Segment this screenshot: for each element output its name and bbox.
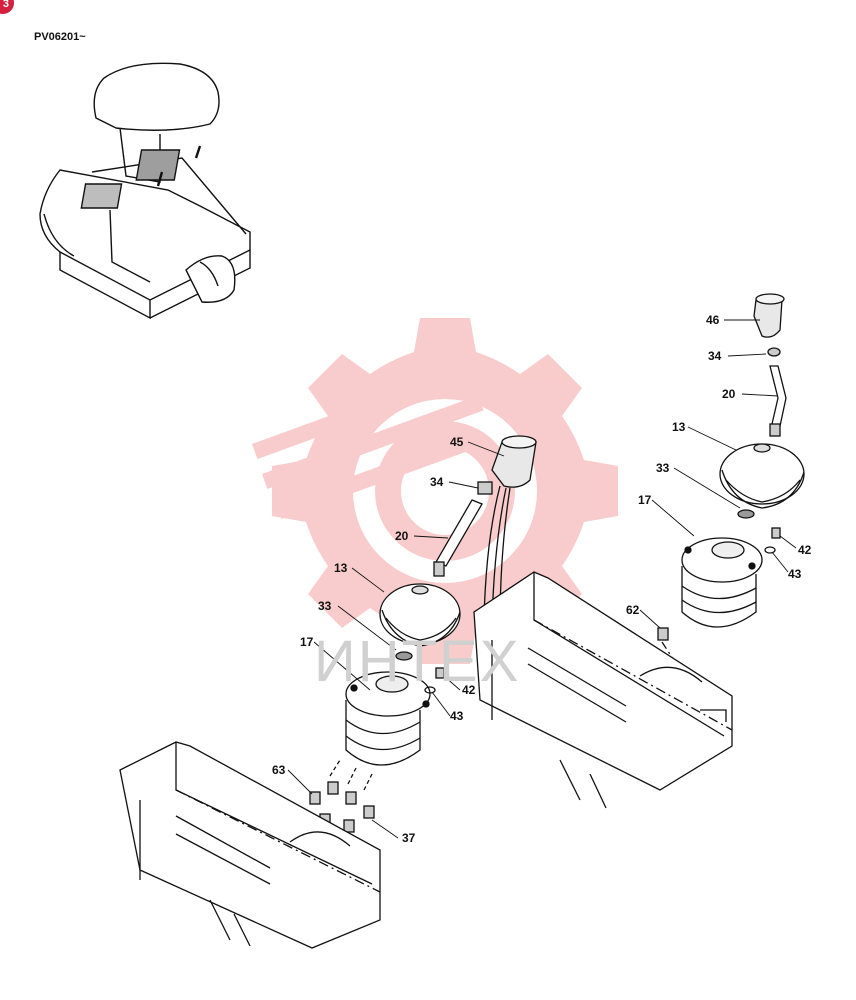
cab-thumbnail [39,62,251,320]
callout-33: 33 [656,461,670,475]
callout-37: 37 [402,831,416,845]
callout-17: 17 [300,635,314,649]
callout-63: 63 [272,763,286,777]
callout-20: 20 [722,387,736,401]
page-badge: 3 [0,0,14,14]
callout-33: 33 [318,599,332,613]
callout-43: 43 [450,709,464,723]
callout-numbers-right: 46 34 20 13 33 17 42 43 62 [626,313,812,617]
callout-62: 62 [626,603,640,617]
callout-42: 42 [798,543,812,557]
callout-34: 34 [430,475,444,489]
callout-43: 43 [788,567,802,581]
callout-34: 34 [708,349,722,363]
right-control-lever-assembly [473,293,805,809]
callout-46: 46 [706,313,720,327]
callout-45: 45 [450,435,464,449]
callout-17: 17 [638,493,652,507]
callout-numbers-left: 45 34 20 13 33 17 42 43 63 37 [272,435,476,845]
callout-20: 20 [395,529,409,543]
callout-leaders [287,319,797,839]
callout-13: 13 [334,561,348,575]
left-control-lever-assembly [119,435,537,949]
watermark-text: ИНТЕХ [314,629,521,694]
callout-13: 13 [672,420,686,434]
callout-42: 42 [462,683,476,697]
serial-range-label: PV06201~ [34,31,86,43]
